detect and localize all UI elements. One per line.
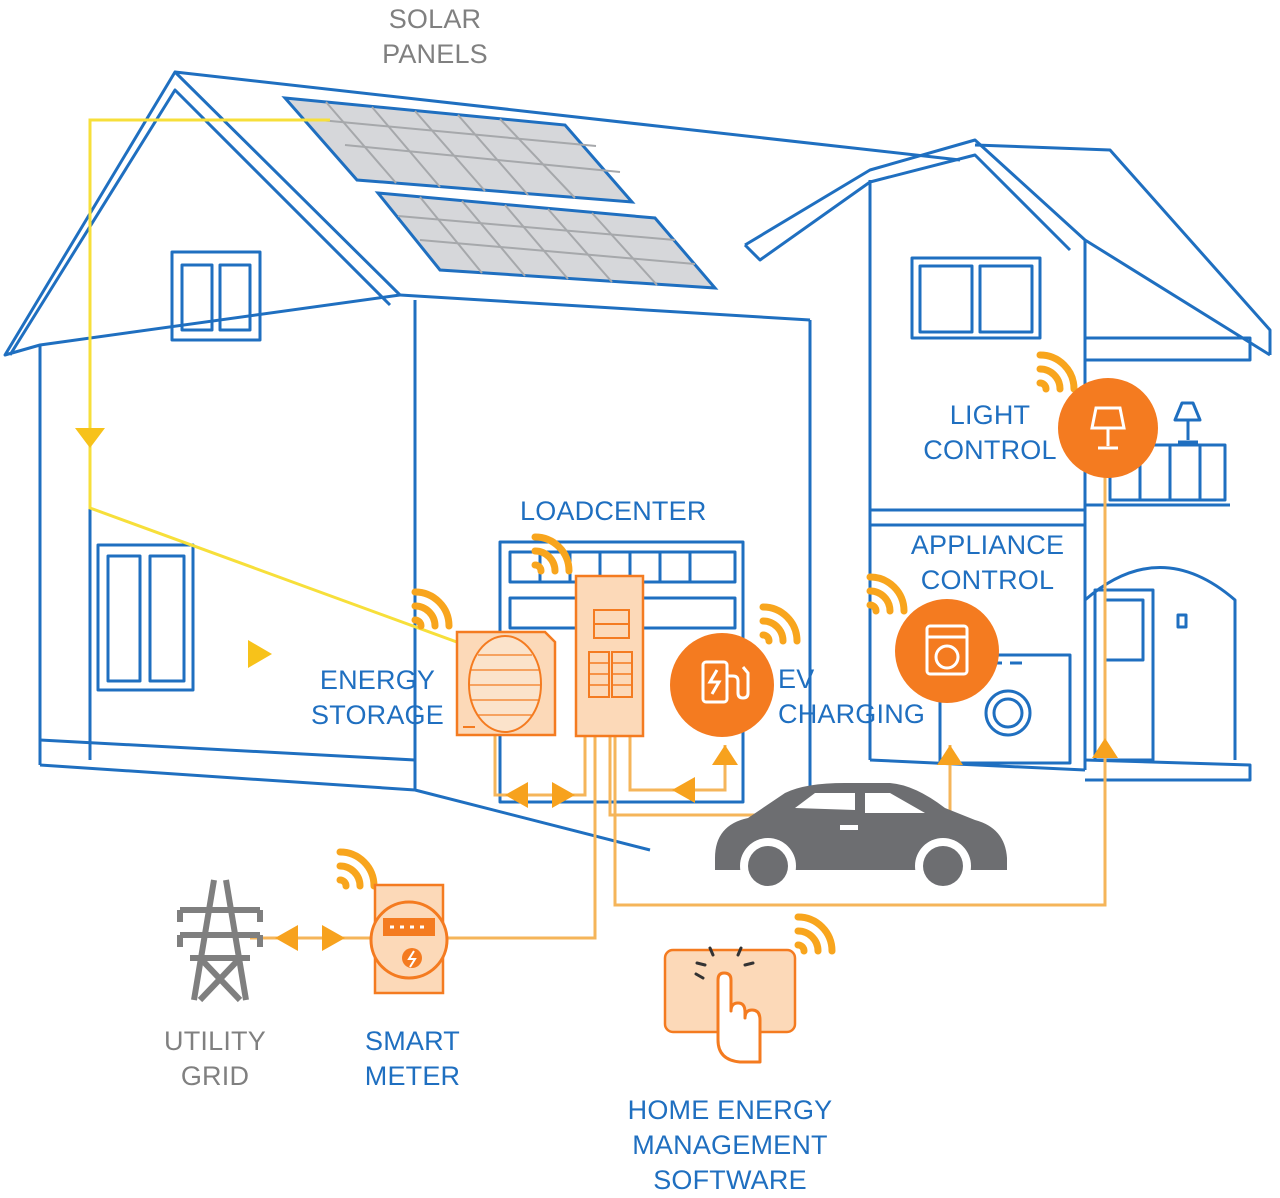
touch-hand-icon [663,946,797,1064]
washing-machine-icon [925,624,969,676]
lamp-icon [1090,406,1126,450]
power-tower-icon [177,879,263,1003]
appliance-control-circle [895,599,999,703]
solar-flow-line [88,118,466,647]
ev-charger-icon [701,660,750,704]
flow-arrow-right [248,640,272,668]
energy-flow-lines [250,470,1107,940]
solar-panel-array [281,96,719,290]
energy-storage-unit [455,630,557,737]
smart-meter-icon [369,883,449,995]
loadcenter-label: LOADCENTER [520,496,707,526]
loadcenter-panel [574,574,645,738]
light-control-circle [1058,378,1158,478]
flow-arrows [275,738,1118,951]
flow-arrow-down [75,428,105,448]
car [715,783,1007,894]
ev-charging-circle [670,633,774,737]
